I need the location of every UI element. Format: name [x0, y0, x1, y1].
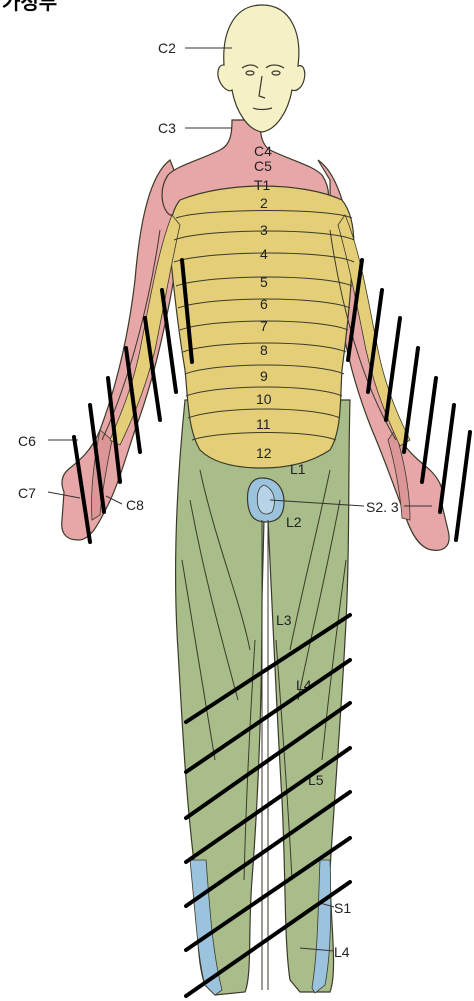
label-t12: 12 [256, 445, 272, 461]
label-s1: S1 [334, 900, 351, 916]
label-l4-leg: L4 [334, 944, 350, 960]
label-t6: 6 [260, 296, 268, 312]
label-t5: 5 [260, 274, 268, 290]
label-t3: 3 [260, 222, 268, 238]
label-t10: 10 [256, 391, 272, 407]
corner-text: 가정부 [2, 0, 57, 14]
label-c2: C2 [158, 40, 176, 56]
label-t1: T1 [254, 177, 271, 193]
label-l1: L1 [290, 461, 306, 477]
label-c5: C5 [254, 158, 272, 174]
label-t11: 11 [256, 416, 271, 432]
label-c7: C7 [18, 485, 36, 501]
label-t9: 9 [260, 368, 268, 384]
head-region [218, 5, 305, 132]
label-c3: C3 [158, 120, 176, 136]
label-c8: C8 [126, 497, 144, 513]
label-c6: C6 [18, 433, 36, 449]
label-l3: L3 [276, 612, 292, 628]
label-c4: C4 [254, 143, 272, 159]
label-t2: 2 [260, 195, 268, 211]
label-l2: L2 [286, 514, 302, 530]
label-s2-3: S2. 3 [366, 499, 399, 515]
label-t7: 7 [260, 318, 268, 334]
label-t4: 4 [260, 246, 268, 262]
label-t8: 8 [260, 342, 268, 358]
